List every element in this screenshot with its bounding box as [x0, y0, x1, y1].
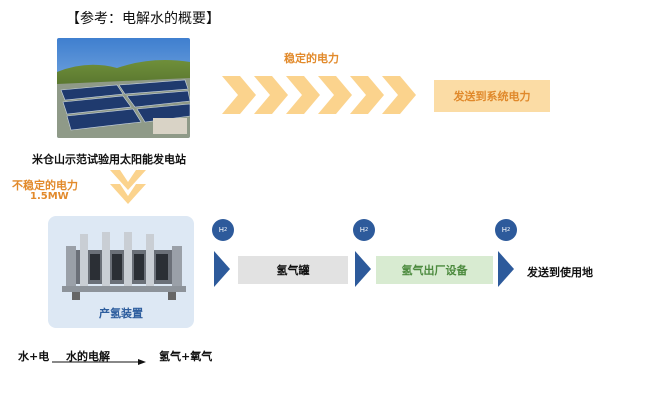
flow-arrow-icon: [498, 251, 514, 287]
hydrogen-device-label: 产氢装置: [48, 305, 194, 321]
power-rating: 1.5MW: [30, 191, 69, 202]
electrolyzer-image: [62, 220, 186, 302]
send-to-destination-label: 发送到使用地: [527, 264, 593, 280]
stable-power-label: 稳定的电力: [284, 50, 339, 66]
arrow-right-icon: [52, 358, 146, 366]
site-name: 米仓山示范试验用太阳能发电站: [32, 151, 186, 167]
flow-arrow-icon: [214, 251, 230, 287]
hydrogen-outlet-box: 氢气出厂设备: [376, 256, 493, 284]
solar-plant-photo: [57, 38, 190, 138]
page-title: 【参考：电解水的概要】: [66, 8, 220, 28]
flow-arrow-icon: [355, 251, 371, 287]
equation-right: 氢气+氧气: [159, 348, 212, 364]
send-to-grid-box: 发送到系统电力: [434, 80, 550, 112]
equation-left: 水+电: [18, 348, 49, 364]
chevron-arrow-right-icon: [222, 76, 422, 114]
hydrogen-tank-box: 氢气罐: [238, 256, 348, 284]
chevron-down-icon: [110, 170, 146, 204]
